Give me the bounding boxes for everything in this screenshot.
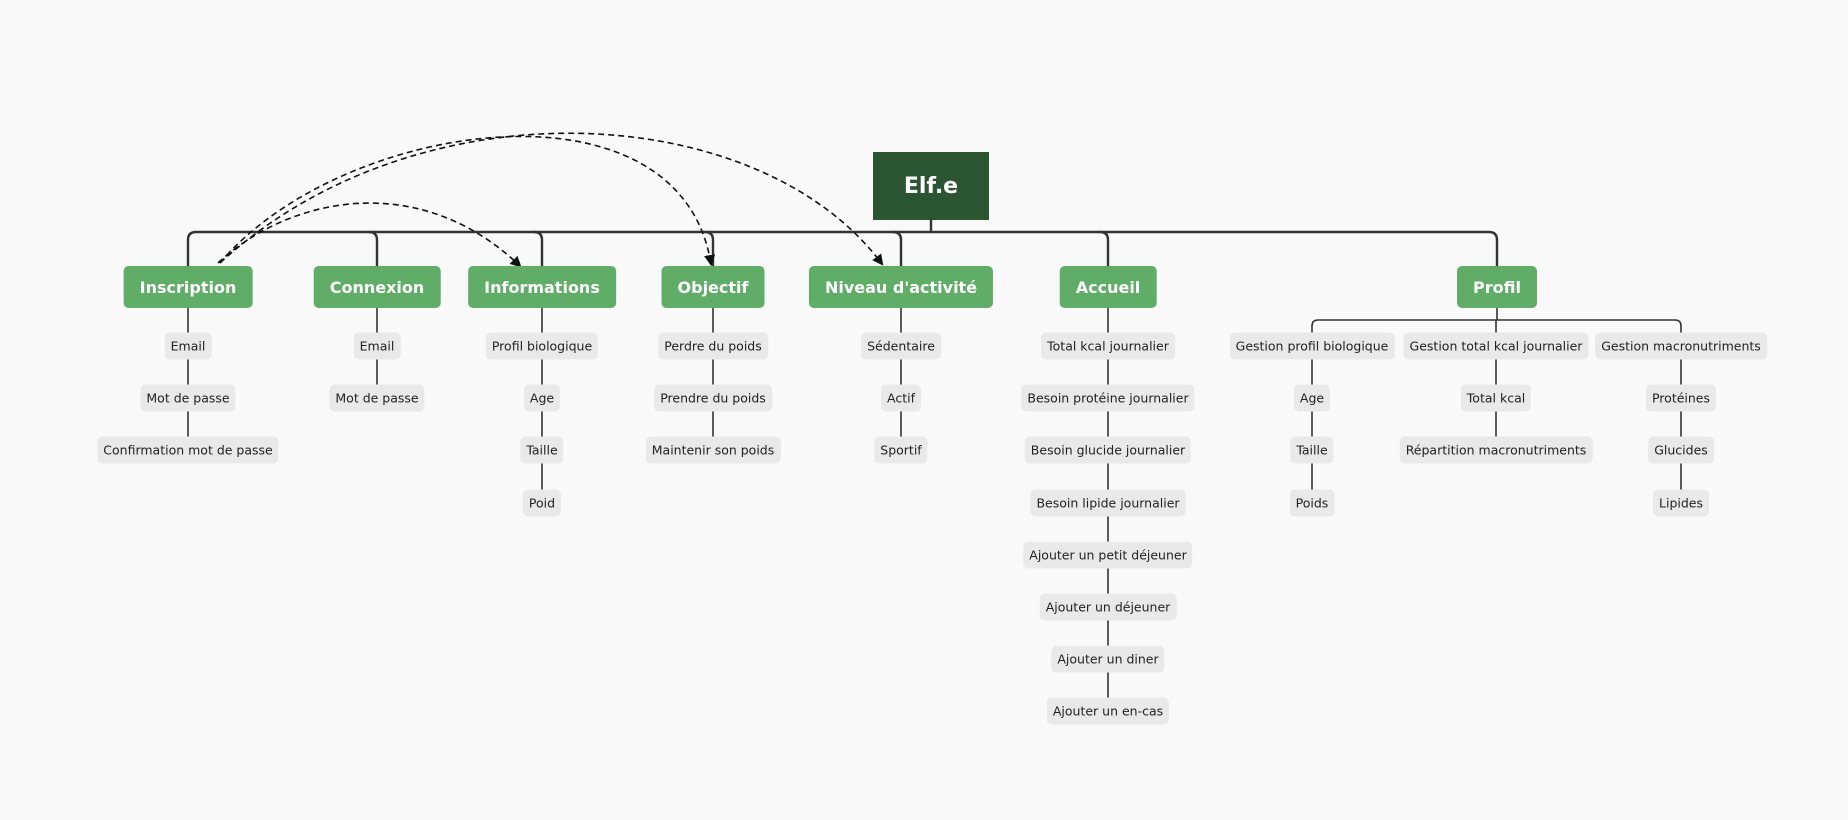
link-inscription-to-niveau-d-activite [219,132,884,266]
category-connexion[interactable]: Connexion [313,266,441,308]
category-drop-connexion [368,230,379,267]
category-objectif[interactable]: Objectif [661,266,765,308]
leaf-inscription-email[interactable]: Email [164,332,212,360]
leaf-informations-taille[interactable]: Taille [520,436,564,464]
leaf-accueil-ajouter-un-dejeuner[interactable]: Ajouter un déjeuner [1039,593,1177,621]
leaf-accueil-ajouter-un-en-cas[interactable]: Ajouter un en-cas [1046,697,1170,725]
leaf-gestion-macronutriments-proteines[interactable]: Protéines [1645,384,1717,412]
category-informations[interactable]: Informations [468,266,616,308]
category-drop-niveau-d-activite [892,230,903,267]
leaf-gestion-profil-biologique-age[interactable]: Age [1293,384,1331,412]
leaf-objectif-prendre-du-poids[interactable]: Prendre du poids [654,384,772,412]
leaf-accueil-total-kcal-journalier[interactable]: Total kcal journalier [1041,332,1175,360]
category-bus [186,230,1499,267]
leaf-gestion-profil-biologique-taille[interactable]: Taille [1290,436,1334,464]
leaf-gestion-profil-biologique-poids[interactable]: Poids [1289,489,1335,517]
leaf-accueil-ajouter-un-diner[interactable]: Ajouter un diner [1051,645,1165,673]
category-drop-accueil [1099,230,1110,267]
leaf-niveau-d-activite-actif[interactable]: Actif [881,384,921,412]
leaf-niveau-d-activite-sportif[interactable]: Sportif [874,436,928,464]
leaf-informations-poid[interactable]: Poid [522,489,562,517]
leaf-connexion-mot-de-passe[interactable]: Mot de passe [329,384,425,412]
leaf-gestion-total-kcal-journalier-repartition-macronutriments[interactable]: Répartition macronutriments [1399,436,1593,464]
leaf-objectif-perdre-du-poids[interactable]: Perdre du poids [658,332,768,360]
category-niveau-d-activite[interactable]: Niveau d'activité [808,266,994,308]
leaf-informations-profil-biologique[interactable]: Profil biologique [485,332,599,360]
leaf-gestion-macronutriments-glucides[interactable]: Glucides [1648,436,1714,464]
group-gestion-profil-biologique[interactable]: Gestion profil biologique [1229,332,1395,360]
leaf-accueil-besoin-lipide-journalier[interactable]: Besoin lipide journalier [1030,489,1186,517]
leaf-niveau-d-activite-sedentaire[interactable]: Sédentaire [861,332,941,360]
category-drop-objectif [704,230,715,267]
leaf-connexion-email[interactable]: Email [353,332,401,360]
link-inscription-to-objectif [219,135,716,267]
leaf-gestion-total-kcal-journalier-total-kcal[interactable]: Total kcal [1460,384,1532,412]
category-inscription[interactable]: Inscription [123,266,253,308]
leaf-informations-age[interactable]: Age [523,384,561,412]
group-gestion-total-kcal-journalier[interactable]: Gestion total kcal journalier [1403,332,1589,360]
leaf-accueil-ajouter-un-petit-dejeuner[interactable]: Ajouter un petit déjeuner [1023,541,1193,569]
category-profil[interactable]: Profil [1457,266,1537,308]
leaf-inscription-confirmation-mot-de-passe[interactable]: Confirmation mot de passe [97,436,279,464]
leaf-gestion-macronutriments-lipides[interactable]: Lipides [1653,489,1709,517]
leaf-accueil-besoin-glucide-journalier[interactable]: Besoin glucide journalier [1024,436,1192,464]
leaf-objectif-maintenir-son-poids[interactable]: Maintenir son poids [645,436,781,464]
category-drop-informations [533,230,544,267]
group-gestion-macronutriments[interactable]: Gestion macronutriments [1595,332,1767,360]
leaf-inscription-mot-de-passe[interactable]: Mot de passe [140,384,236,412]
leaf-accueil-besoin-proteine-journalier[interactable]: Besoin protéine journalier [1021,384,1195,412]
category-accueil[interactable]: Accueil [1059,266,1157,308]
root-node[interactable]: Elf.e [873,152,989,220]
link-inscription-to-informations [217,202,522,268]
